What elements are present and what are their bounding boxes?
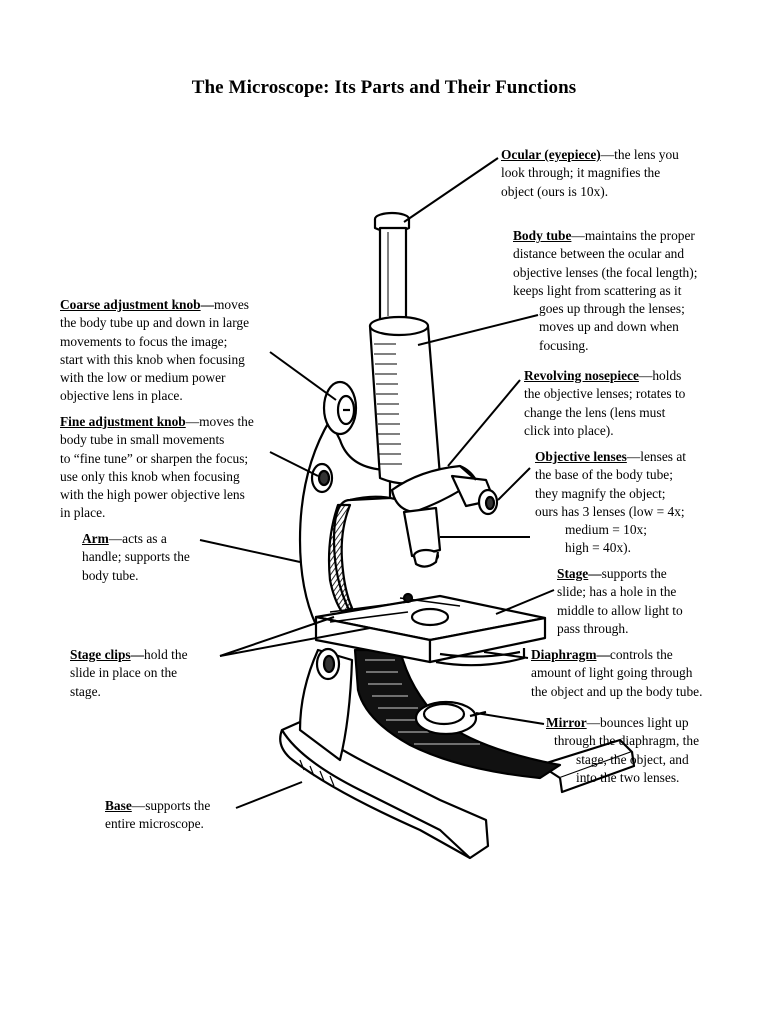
term-arm: Arm bbox=[82, 531, 109, 546]
term-stage-clips: Stage clips bbox=[70, 647, 131, 662]
stage-part bbox=[314, 592, 547, 667]
label-diaphragm: Diaphragm—controls the amount of light g… bbox=[531, 647, 703, 699]
leader-coarse bbox=[269, 351, 337, 401]
leader-ocular bbox=[403, 157, 499, 223]
term-objective: Objective lenses bbox=[535, 449, 627, 464]
term-fine: Fine adjustment knob bbox=[60, 414, 186, 429]
leader-diaphragm bbox=[483, 651, 529, 659]
nosepiece-and-objectives bbox=[390, 464, 499, 568]
leader-arm bbox=[199, 539, 301, 563]
label-base: Base—supports the entire microscope. bbox=[105, 798, 211, 832]
term-diaphragm: Diaphragm bbox=[531, 647, 597, 662]
label-mirror: Mirror—bounces light up through the diap… bbox=[546, 715, 700, 785]
term-base: Base bbox=[105, 798, 132, 813]
leader-objective bbox=[497, 467, 531, 501]
label-stage: Stage—supports the slide; has a hole in … bbox=[557, 566, 683, 636]
leader-body-tube bbox=[417, 314, 539, 346]
body-tube bbox=[368, 211, 442, 485]
label-coarse-adjustment: Coarse adjustment knob—moves the body tu… bbox=[60, 297, 250, 404]
term-mirror: Mirror bbox=[546, 715, 587, 730]
leader-nosepiece bbox=[447, 379, 521, 467]
leader-stage-clips-2 bbox=[219, 627, 371, 657]
term-ocular: Ocular (eyepiece) bbox=[501, 147, 601, 162]
leader-stage bbox=[495, 589, 555, 615]
label-fine-adjustment: Fine adjustment knob—moves the body tube… bbox=[60, 414, 254, 521]
leader-base bbox=[235, 781, 303, 809]
label-objective-lenses: Objective lenses—lenses at the base of t… bbox=[535, 449, 686, 556]
leader-lines bbox=[199, 157, 555, 809]
mirror-part bbox=[414, 700, 487, 736]
page-title: The Microscope: Its Parts and Their Func… bbox=[191, 77, 577, 98]
leader-stage-clips-1 bbox=[219, 616, 335, 657]
term-stage: Stage bbox=[557, 566, 589, 581]
label-arm: Arm—acts as a handle; supports the body … bbox=[82, 531, 190, 583]
knobs bbox=[310, 380, 358, 681]
label-stage-clips: Stage clips—hold the slide in place on t… bbox=[70, 647, 188, 699]
label-body-tube: Body tube—maintains the proper distance … bbox=[513, 228, 698, 353]
leader-mirror bbox=[475, 712, 545, 725]
term-body-tube: Body tube bbox=[513, 228, 572, 243]
label-ocular: Ocular (eyepiece)—the lens you look thro… bbox=[501, 147, 679, 199]
leader-fine bbox=[269, 451, 319, 477]
term-nosepiece: Revolving nosepiece bbox=[524, 368, 639, 383]
term-coarse: Coarse adjustment knob bbox=[60, 297, 201, 312]
label-revolving-nosepiece: Revolving nosepiece—holds the objective … bbox=[524, 368, 686, 438]
